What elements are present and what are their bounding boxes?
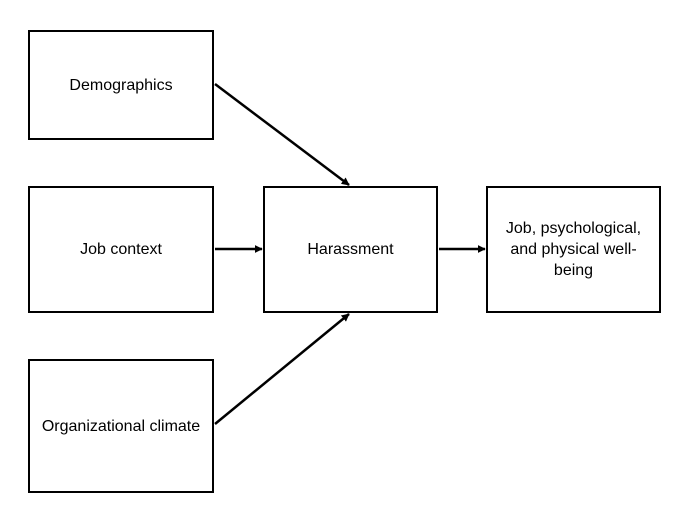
node-organizational-climate-label: Organizational climate <box>41 417 201 435</box>
node-harassment-label: Harassment <box>307 241 394 258</box>
node-demographics-label: Demographics <box>69 76 173 94</box>
node-job-context-label: Job context <box>80 241 162 258</box>
node-outcome: Job, psychological, and physical well- b… <box>486 186 661 313</box>
arrow-demographics-to-harassment <box>214 83 350 186</box>
node-organizational-climate: Organizational climate <box>28 359 214 493</box>
node-outcome-label: Job, psychological, and physical well- b… <box>505 220 642 279</box>
arrow-organizational-climate-to-harassment <box>214 313 350 425</box>
node-job-context: Job context <box>28 186 214 313</box>
node-harassment: Harassment <box>263 186 438 313</box>
node-demographics: Demographics <box>28 30 214 140</box>
